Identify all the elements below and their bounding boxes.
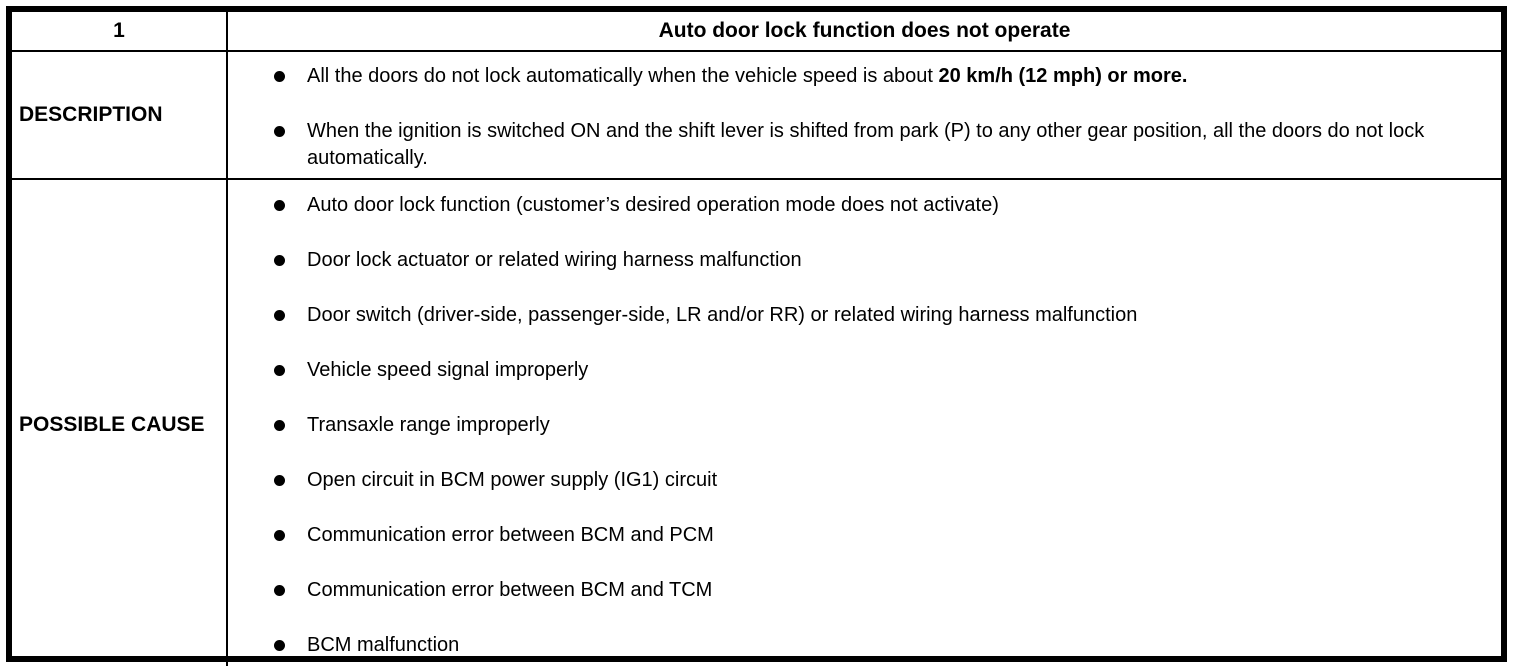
possible-cause-content-cell: Auto door lock function (customer’s desi… [228, 180, 1501, 666]
bullet-text: Door switch (driver-side, passenger-side… [307, 304, 1138, 326]
bullet-item: BCM malfunction [274, 632, 1477, 659]
bullet-text: Vehicle speed signal improperly [307, 359, 589, 381]
bullet-icon [274, 71, 285, 82]
description-bullet-list: All the doors do not lock automatically … [228, 52, 1501, 182]
bullet-icon [274, 585, 285, 596]
bullet-text: All the doors do not lock automatically … [307, 65, 1188, 87]
bullet-item: Communication error between BCM and PCM [274, 522, 1477, 549]
bullet-text: Communication error between BCM and TCM [307, 579, 713, 601]
row-label-description: DESCRIPTION [12, 52, 228, 180]
troubleshooting-table: 1 Auto door lock function does not opera… [6, 6, 1507, 666]
bullet-item: Vehicle speed signal improperly [274, 357, 1477, 384]
bullet-icon [274, 200, 285, 211]
bullet-text: BCM malfunction [307, 634, 460, 656]
bullet-text: When the ignition is switched ON and the… [307, 120, 1425, 169]
bullet-icon [274, 475, 285, 486]
bullet-item: When the ignition is switched ON and the… [274, 118, 1477, 172]
bullet-icon [274, 365, 285, 376]
bullet-icon [274, 420, 285, 431]
bullet-text: Open circuit in BCM power supply (IG1) c… [307, 469, 718, 491]
bullet-item: Door lock actuator or related wiring har… [274, 247, 1477, 274]
bullet-item: Open circuit in BCM power supply (IG1) c… [274, 467, 1477, 494]
table-header-index-cell: 1 [12, 12, 228, 52]
bullet-item: Transaxle range improperly [274, 412, 1477, 439]
bullet-icon [274, 126, 285, 137]
bullet-icon [274, 310, 285, 321]
bullet-text: Transaxle range improperly [307, 414, 550, 436]
table-header-title-cell: Auto door lock function does not operate [228, 12, 1501, 52]
bullet-item: Communication error between BCM and TCM [274, 577, 1477, 604]
description-content-cell: All the doors do not lock automatically … [228, 52, 1501, 180]
bullet-item: All the doors do not lock automatically … [274, 63, 1477, 90]
row-label-possible-cause: POSSIBLE CAUSE [12, 180, 228, 666]
bullet-text: Door lock actuator or related wiring har… [307, 249, 802, 271]
bullet-icon [274, 530, 285, 541]
bullet-item: Door switch (driver-side, passenger-side… [274, 302, 1477, 329]
bullet-icon [274, 640, 285, 651]
bullet-item: Auto door lock function (customer’s desi… [274, 192, 1477, 219]
bullet-text: Auto door lock function (customer’s desi… [307, 194, 999, 216]
possible-cause-bullet-list: Auto door lock function (customer’s desi… [228, 180, 1501, 666]
bullet-icon [274, 255, 285, 266]
bullet-text: Communication error between BCM and PCM [307, 524, 714, 546]
